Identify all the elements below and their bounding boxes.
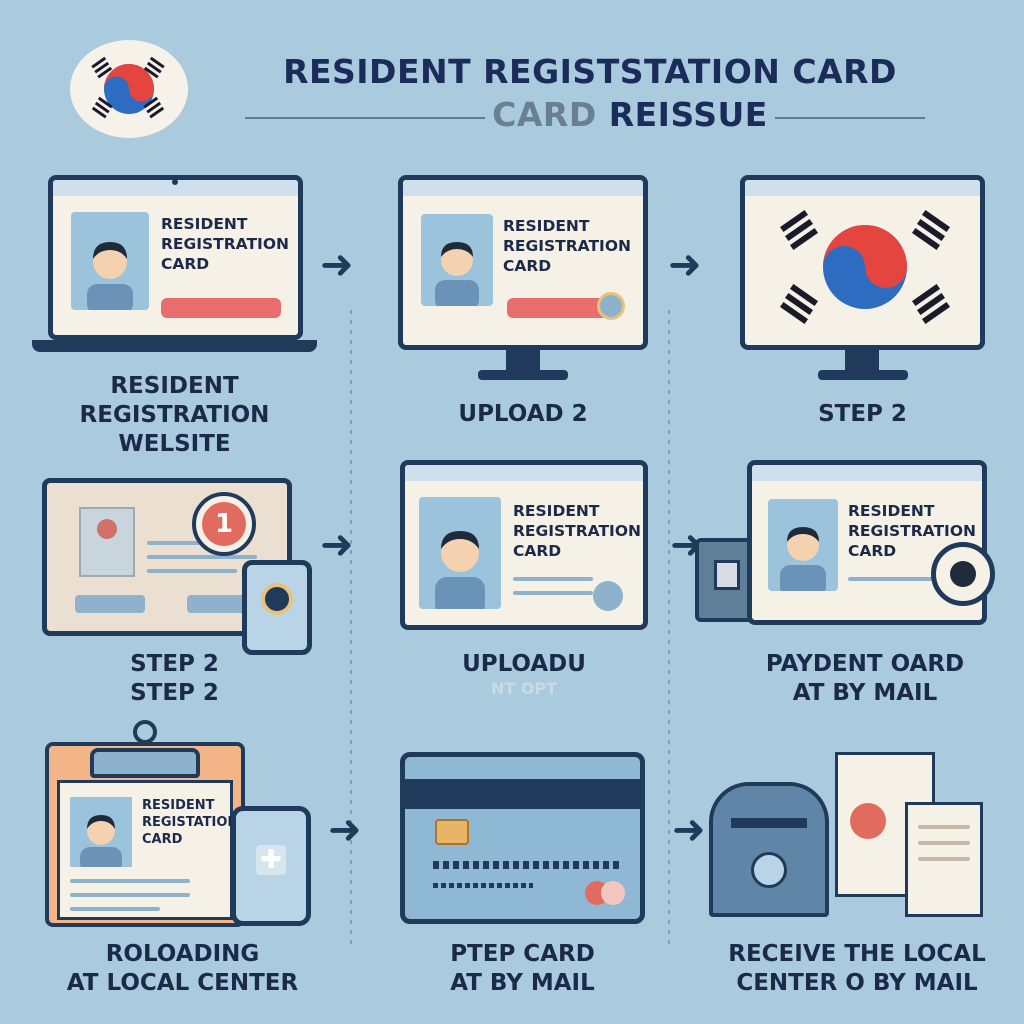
subtitle-rule-left: [245, 117, 485, 119]
mailbox-icon: [709, 782, 829, 917]
step-7-clipboard: RESIDENT REGISTATION CARD ✚: [45, 720, 320, 930]
card-name: [433, 883, 533, 888]
laptop-base: [32, 340, 317, 352]
arrow-right-icon: ➜: [320, 242, 354, 288]
text-line: [513, 577, 593, 581]
screen-topbar: [745, 180, 980, 196]
globe-icon[interactable]: [593, 581, 623, 611]
text-line: [147, 569, 237, 573]
screen-topbar: [752, 465, 982, 481]
monitor-stand: [818, 370, 908, 380]
person-avatar-icon: [780, 527, 826, 591]
card-text: RESIDENT REGISTRATION CARD: [513, 502, 641, 560]
subtitle-row: CARD REISSUE: [245, 95, 925, 135]
subtitle-reissue: REISSUE: [608, 95, 768, 134]
monitor-stand: [478, 370, 568, 380]
mail-letter: [905, 802, 983, 917]
monitor-screen: RESIDENT REGISTRATION CARD: [398, 175, 648, 350]
person-avatar-icon: [87, 242, 133, 310]
arrow-right-icon: ➜: [328, 807, 362, 853]
step-6-label: PAYDENT OARD AT BY MAIL: [765, 651, 965, 706]
credit-card: [400, 752, 645, 924]
monitor-neck: [506, 350, 540, 372]
person-avatar-icon: [80, 815, 122, 867]
screen-topbar: [403, 180, 643, 196]
photo-frame: [71, 212, 149, 310]
step-number-badge: 1: [192, 492, 256, 556]
clip-ring: [133, 720, 157, 744]
step-2-label: UPLOAD 2: [458, 401, 588, 427]
arrow-right-icon: ➜: [672, 807, 706, 853]
monitor-screen: [740, 175, 985, 350]
korea-flag-emblem: [70, 40, 188, 138]
person-avatar-icon: [435, 242, 479, 306]
page-title: RESIDENT REGISTSTATION CARD: [283, 52, 897, 91]
chip-icon: [435, 819, 469, 845]
screen-topbar: [405, 465, 643, 481]
nav-button-right[interactable]: [187, 595, 257, 613]
step-9-mailbox: [705, 752, 995, 927]
text-line: [70, 893, 190, 897]
text-line: [147, 555, 257, 559]
arrow-right-icon: ➜: [668, 242, 702, 288]
card-text: RESIDENT REGISTATION CARD: [142, 798, 239, 847]
taegeuk-icon: [91, 56, 165, 119]
arrow-right-icon: ➜: [320, 522, 354, 568]
magnetic-stripe: [405, 779, 640, 809]
step-7-label: ROLOADING AT LOCAL CENTER: [66, 941, 299, 996]
guide-dash-2: [668, 310, 670, 950]
step-4-label: STEP 2 STEP 2: [130, 651, 219, 706]
korea-flag-icon: [779, 209, 951, 325]
step-4-screen: 1: [42, 478, 317, 655]
photo-frame: [419, 497, 501, 609]
step-3-label: STEP 2: [818, 401, 907, 427]
red-action-bar[interactable]: [161, 298, 281, 318]
text-line: [147, 541, 247, 545]
text-line: [848, 577, 938, 581]
step-6-card-screen: RESIDENT REGISTRATION CARD: [695, 460, 1005, 635]
screen-topbar: [53, 180, 298, 196]
card-text: RESIDENT REGISTRATION CARD: [503, 217, 631, 275]
card-number: [433, 861, 623, 869]
text-line: [513, 591, 593, 595]
text-line: [70, 879, 190, 883]
subtitle: CARD REISSUE: [485, 95, 775, 134]
step-5-card-screen: RESIDENT REGISTRATION CARD: [400, 460, 648, 630]
card-logo-light: [601, 881, 625, 905]
laptop-screen: RESIDENT REGISTRATION CARD: [48, 175, 303, 340]
nav-button-left[interactable]: [75, 595, 145, 613]
guide-dash-1: [350, 310, 352, 950]
photo-frame: [421, 214, 493, 306]
person-avatar-icon: [435, 531, 485, 609]
plus-icon: ✚: [256, 845, 286, 875]
document-thumbnail: [79, 507, 135, 577]
user-badge-icon: [931, 542, 995, 606]
step-2-monitor: RESIDENT REGISTRATION CARD: [398, 175, 648, 390]
step-8-label: PTEP CARD AT BY MAIL: [450, 941, 595, 996]
camera-dot: [172, 179, 178, 185]
step-3-monitor: [740, 175, 985, 390]
clipboard-paper: RESIDENT REGISTATION CARD: [57, 780, 238, 920]
clipboard-clip: [90, 748, 200, 778]
faded-caption: NT OPT: [490, 679, 558, 698]
step-1-label: RESIDENT REGISTRATION WELSITE: [79, 373, 270, 457]
card-text: RESIDENT REGISTRATION CARD: [161, 215, 289, 273]
step-5-label: UPLOADU NT OPT: [400, 650, 648, 699]
photo-frame: [768, 499, 838, 591]
text-line: [70, 907, 160, 911]
card-text: RESIDENT REGISTRATION CARD: [848, 502, 976, 560]
monitor-neck: [845, 350, 879, 372]
subtitle-rule-right: [775, 117, 925, 119]
upload-bar[interactable]: [507, 298, 617, 318]
step-9-label: RECEIVE THE LOCAL CENTER O BY MAIL: [728, 941, 986, 996]
step-1-laptop: RESIDENT REGISTRATION CARD: [32, 175, 317, 365]
phone-device: ✚: [231, 806, 311, 926]
photo-frame: [70, 797, 132, 867]
subtitle-card: CARD: [492, 95, 597, 134]
upload-icon[interactable]: [597, 292, 625, 320]
phone-device: [242, 560, 312, 655]
